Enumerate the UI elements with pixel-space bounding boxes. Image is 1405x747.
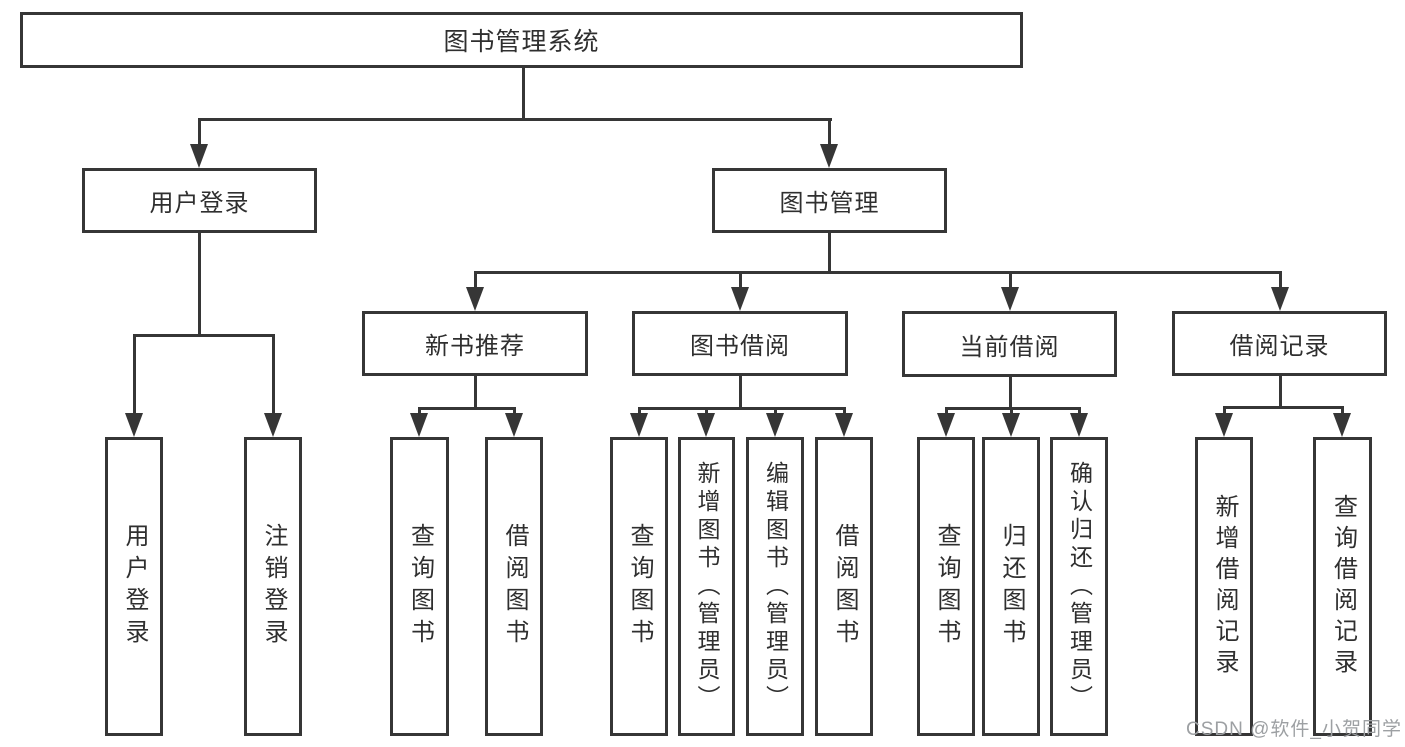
leaf-label: 新增借阅记录: [1211, 493, 1238, 680]
connector-line: [1222, 405, 1344, 409]
leaf-edit-books-admin: 编辑图书（管理员）: [746, 437, 804, 736]
connector-line: [197, 233, 201, 335]
connector-arrowhead-down-icon: [1001, 287, 1019, 311]
leaf-label: 查询借阅记录: [1329, 493, 1357, 680]
connector-line: [738, 376, 742, 408]
connector-arrowhead-down-icon: [410, 413, 428, 437]
connector-arrowhead-down-icon: [125, 413, 143, 437]
connector-arrowhead-down-icon: [835, 413, 853, 437]
connector-line: [271, 335, 275, 421]
connector-arrowhead-down-icon: [630, 413, 648, 437]
node-borrowing-records: 借阅记录: [1172, 311, 1387, 376]
connector-line: [473, 270, 1282, 274]
connector-arrowhead-down-icon: [505, 413, 523, 437]
connector-arrowhead-down-icon: [697, 413, 715, 437]
leaf-label: 借阅图书: [501, 522, 528, 651]
connector-line: [132, 333, 275, 337]
connector-line: [473, 376, 477, 408]
connector-line: [132, 335, 136, 421]
leaf-add-borrow-record: 新增借阅记录: [1195, 437, 1253, 736]
connector-line: [738, 272, 742, 295]
leaf-label: 注销登录: [260, 522, 287, 651]
connector-line: [197, 117, 832, 121]
connector-line: [521, 68, 525, 119]
connector-line: [1008, 377, 1012, 408]
leaf-confirm-return-admin: 确认归还（管理员）: [1050, 437, 1108, 736]
leaf-add-books-admin: 新增图书（管理员）: [678, 437, 735, 736]
node-current-borrowing: 当前借阅: [902, 311, 1117, 377]
connector-arrowhead-down-icon: [466, 287, 484, 311]
node-root-library-system: 图书管理系统: [20, 12, 1023, 68]
connector-arrowhead-down-icon: [1271, 287, 1289, 311]
leaf-query-borrow-record: 查询借阅记录: [1313, 437, 1372, 736]
connector-arrowhead-down-icon: [1002, 413, 1020, 437]
leaf-return-books: 归还图书: [982, 437, 1040, 736]
leaf-label: 编辑图书（管理员）: [762, 460, 789, 713]
leaf-query-books-recommend: 查询图书: [390, 437, 449, 736]
connector-arrowhead-down-icon: [1215, 413, 1233, 437]
connector-arrowhead-down-icon: [264, 413, 282, 437]
leaf-label: 新增图书（管理员）: [694, 460, 720, 713]
connector-line: [1278, 272, 1282, 295]
connector-line: [1278, 376, 1282, 407]
connector-line: [197, 119, 201, 152]
connector-line: [1008, 272, 1012, 295]
node-user-login: 用户登录: [82, 168, 317, 233]
connector-arrowhead-down-icon: [937, 413, 955, 437]
node-book-borrowing: 图书借阅: [632, 311, 848, 376]
connector-line: [827, 119, 831, 152]
leaf-label: 借阅图书: [831, 522, 858, 651]
leaf-borrow-books-borrowing: 借阅图书: [815, 437, 873, 736]
connector-line: [417, 406, 516, 410]
leaf-query-books-current: 查询图书: [917, 437, 975, 736]
leaf-label: 查询图书: [406, 522, 434, 651]
leaf-logout: 注销登录: [244, 437, 302, 736]
leaf-user-login: 用户登录: [105, 437, 163, 736]
connector-line: [473, 272, 477, 295]
leaf-borrow-books-recommend: 借阅图书: [485, 437, 543, 736]
connector-arrowhead-down-icon: [1070, 413, 1088, 437]
leaf-label: 归还图书: [998, 522, 1025, 651]
node-book-management: 图书管理: [712, 168, 947, 233]
connector-arrowhead-down-icon: [731, 287, 749, 311]
leaf-label: 查询图书: [626, 522, 653, 651]
leaf-label: 查询图书: [933, 522, 960, 651]
leaf-query-books-borrowing: 查询图书: [610, 437, 668, 736]
connector-line: [637, 406, 846, 410]
node-new-book-recommend: 新书推荐: [362, 311, 588, 376]
connector-arrowhead-down-icon: [1333, 413, 1351, 437]
connector-line: [944, 406, 1081, 410]
watermark-text: CSDN @软件_小贺同学: [1186, 719, 1402, 740]
connector-line: [827, 233, 831, 272]
connector-arrowhead-down-icon: [820, 144, 838, 168]
leaf-label: 用户登录: [121, 522, 148, 651]
leaf-label: 确认归还（管理员）: [1066, 460, 1093, 713]
connector-arrowhead-down-icon: [766, 413, 784, 437]
connector-arrowhead-down-icon: [190, 144, 208, 168]
